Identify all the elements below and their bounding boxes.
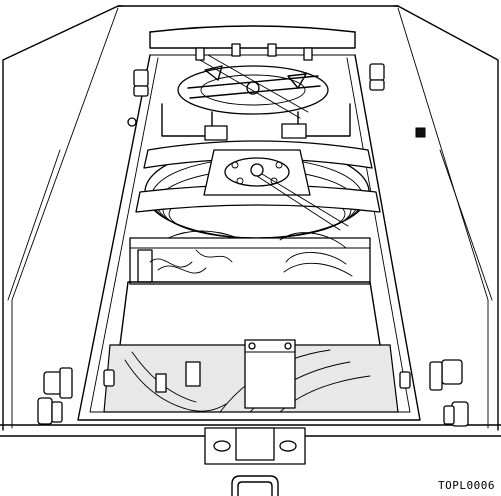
lower-section: [104, 282, 398, 412]
top-motor-assembly: [162, 44, 350, 140]
wiring-compartment: [130, 231, 370, 284]
mounting-hardware: [38, 64, 468, 426]
figure-reference-code: TOPL0006: [438, 479, 495, 492]
bottom-bracket: [205, 428, 305, 496]
fan-wheel-assembly: [136, 141, 380, 238]
inner-tray: [78, 26, 420, 420]
